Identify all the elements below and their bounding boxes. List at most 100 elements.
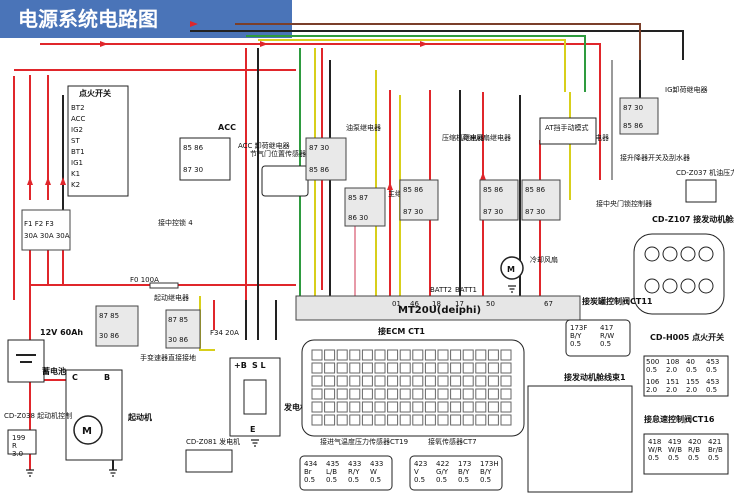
connector-pin-value: B/Y — [570, 332, 582, 340]
page-title: 电源系统电路图 — [0, 0, 292, 38]
ecm-pin-slot — [412, 362, 424, 374]
ecm-pin-slot — [437, 349, 449, 361]
mid-relay: 87 85 30 86 — [165, 309, 201, 349]
arrow-red — [60, 177, 66, 185]
svg-text:85 86: 85 86 — [309, 166, 330, 174]
cd-z107-connector — [633, 233, 725, 315]
cd-z081-label: CD-Z081 发电机 — [186, 437, 240, 446]
ecm-pin-slot — [324, 401, 336, 413]
connector-pin-value: Br — [304, 468, 312, 476]
svg-text:87 30: 87 30 — [309, 144, 329, 152]
starter-relay-label: 起动继电器 — [154, 293, 189, 302]
svg-text:85 87: 85 87 — [348, 194, 368, 202]
arrow-red — [420, 41, 428, 47]
ecm-pin-slot — [487, 375, 499, 387]
ecm-pin-slot — [424, 375, 436, 387]
connector-pin-value: 0.5 — [480, 476, 491, 484]
svg-text:85 86: 85 86 — [483, 186, 504, 194]
ecu-pin: 17 — [455, 300, 464, 308]
ecm-pin-slot — [311, 362, 323, 374]
ecm-pin-slot — [374, 414, 386, 426]
ecm-pin-slot — [311, 401, 323, 413]
ecm-pin-slot — [361, 401, 373, 413]
ecm-pin-slot — [412, 414, 424, 426]
battery: 12V 60Ah 蓄电池 — [7, 328, 83, 383]
connector-pin-value: 0.5 — [706, 386, 717, 394]
ecm-pin-slot — [450, 414, 462, 426]
ecm-pin-slot — [500, 349, 512, 361]
connector-pin-value: 417 — [600, 324, 613, 332]
connector-pin-value: 2.0 — [666, 386, 677, 394]
ecm-pin-slot — [311, 414, 323, 426]
direction-arrows — [27, 21, 486, 190]
ecm-pin-slot — [424, 388, 436, 400]
ecm-pin-slot — [324, 388, 336, 400]
ecu-pin-label: BATT1 — [455, 286, 477, 294]
connector-pin-value: 423 — [414, 460, 427, 468]
ct11-label: 接炭罐控制阀CT11 — [582, 296, 653, 306]
svg-text:87 85: 87 85 — [99, 312, 119, 320]
connector-pin-value: 151 — [666, 378, 679, 386]
connector-pin-value: 0.5 — [706, 366, 717, 374]
ecu-pin: 18 — [432, 300, 441, 308]
ct16-label: 接怠速控制阀CT16 — [644, 414, 715, 424]
ct7-connector: 接氧传感器CT7 423V0.5422G/Y0.5173B/Y0.5173HB/… — [409, 437, 503, 491]
connector-pin-value: 453 — [706, 378, 719, 386]
ecm-pin-slot — [450, 349, 462, 361]
cd-h005-label: CD-H005 点火开关 — [650, 332, 724, 342]
cd-z038-label: CD-Z038 起动机控制 — [4, 411, 72, 420]
ecm-pin-slot — [450, 375, 462, 387]
connector-pin-value: 0.5 — [708, 454, 719, 462]
connector-pin-value: B/Y — [480, 468, 492, 476]
ecm-pin-slot — [387, 349, 399, 361]
arrow-red — [260, 41, 268, 47]
ecm-pin-slot — [437, 388, 449, 400]
ecm-pin-slot — [500, 388, 512, 400]
ecm-pin-slot — [324, 349, 336, 361]
svg-text:85 86: 85 86 — [525, 186, 546, 194]
ecm-pin-slot — [374, 388, 386, 400]
ecm-pin-slot — [487, 401, 499, 413]
ecm-pin-slot — [487, 388, 499, 400]
connector-pin-value: 419 — [668, 438, 681, 446]
ecm-pin-slot — [361, 414, 373, 426]
fuse-f34-label: F34 20A — [210, 329, 239, 337]
engine-harness-connector: 接发动机舱线束1 — [527, 372, 633, 493]
ecm-pin-slot — [399, 414, 411, 426]
ecm-pin-slot — [462, 388, 474, 400]
ecm-pin-slot — [424, 349, 436, 361]
arrow-red — [100, 41, 108, 47]
svg-text:30 86: 30 86 — [168, 336, 189, 344]
ct19-connector: 接进气温度压力传感器CT19 434Br0.5435L/B0.5433R/Y0.… — [299, 437, 408, 491]
ignition-row-label: ACC — [71, 115, 86, 123]
ecm-pin-slot — [361, 349, 373, 361]
ecm-pin-slot — [412, 349, 424, 361]
wire-ecu-gen — [245, 300, 277, 340]
acc-label: ACC — [218, 123, 236, 132]
ecm-label: 接ECM CT1 — [378, 326, 425, 336]
connector-pin-value: 433 — [370, 460, 383, 468]
connector-pin-value: 0.5 — [326, 476, 337, 484]
connector-pin-value: 0.5 — [646, 366, 657, 374]
fuel-pump-relay: 87 30 85 86 油泵继电器 — [305, 123, 381, 181]
ecm-pin-slot — [311, 375, 323, 387]
ecm-pin-slot — [487, 349, 499, 361]
ecm-pin-slot — [361, 362, 373, 374]
ecm-pin-slot — [374, 375, 386, 387]
battery-label: 蓄电池 — [42, 366, 66, 376]
connector-pin-value: 0.5 — [414, 476, 425, 484]
ecm-pin-slot — [387, 375, 399, 387]
ecm-pin-slot — [462, 401, 474, 413]
svg-text:87 30: 87 30 — [525, 208, 545, 216]
connector-pin-value: W/R — [648, 446, 662, 454]
wire-green-top — [246, 35, 586, 92]
cd-z107-label: CD-Z107 接发动机舱线束1 — [652, 214, 734, 224]
connector-pin-value: 0.5 — [600, 340, 611, 348]
connector-pin-value: 0.5 — [348, 476, 359, 484]
gen-b: +B — [234, 361, 247, 370]
ecm-pin-slot — [324, 375, 336, 387]
